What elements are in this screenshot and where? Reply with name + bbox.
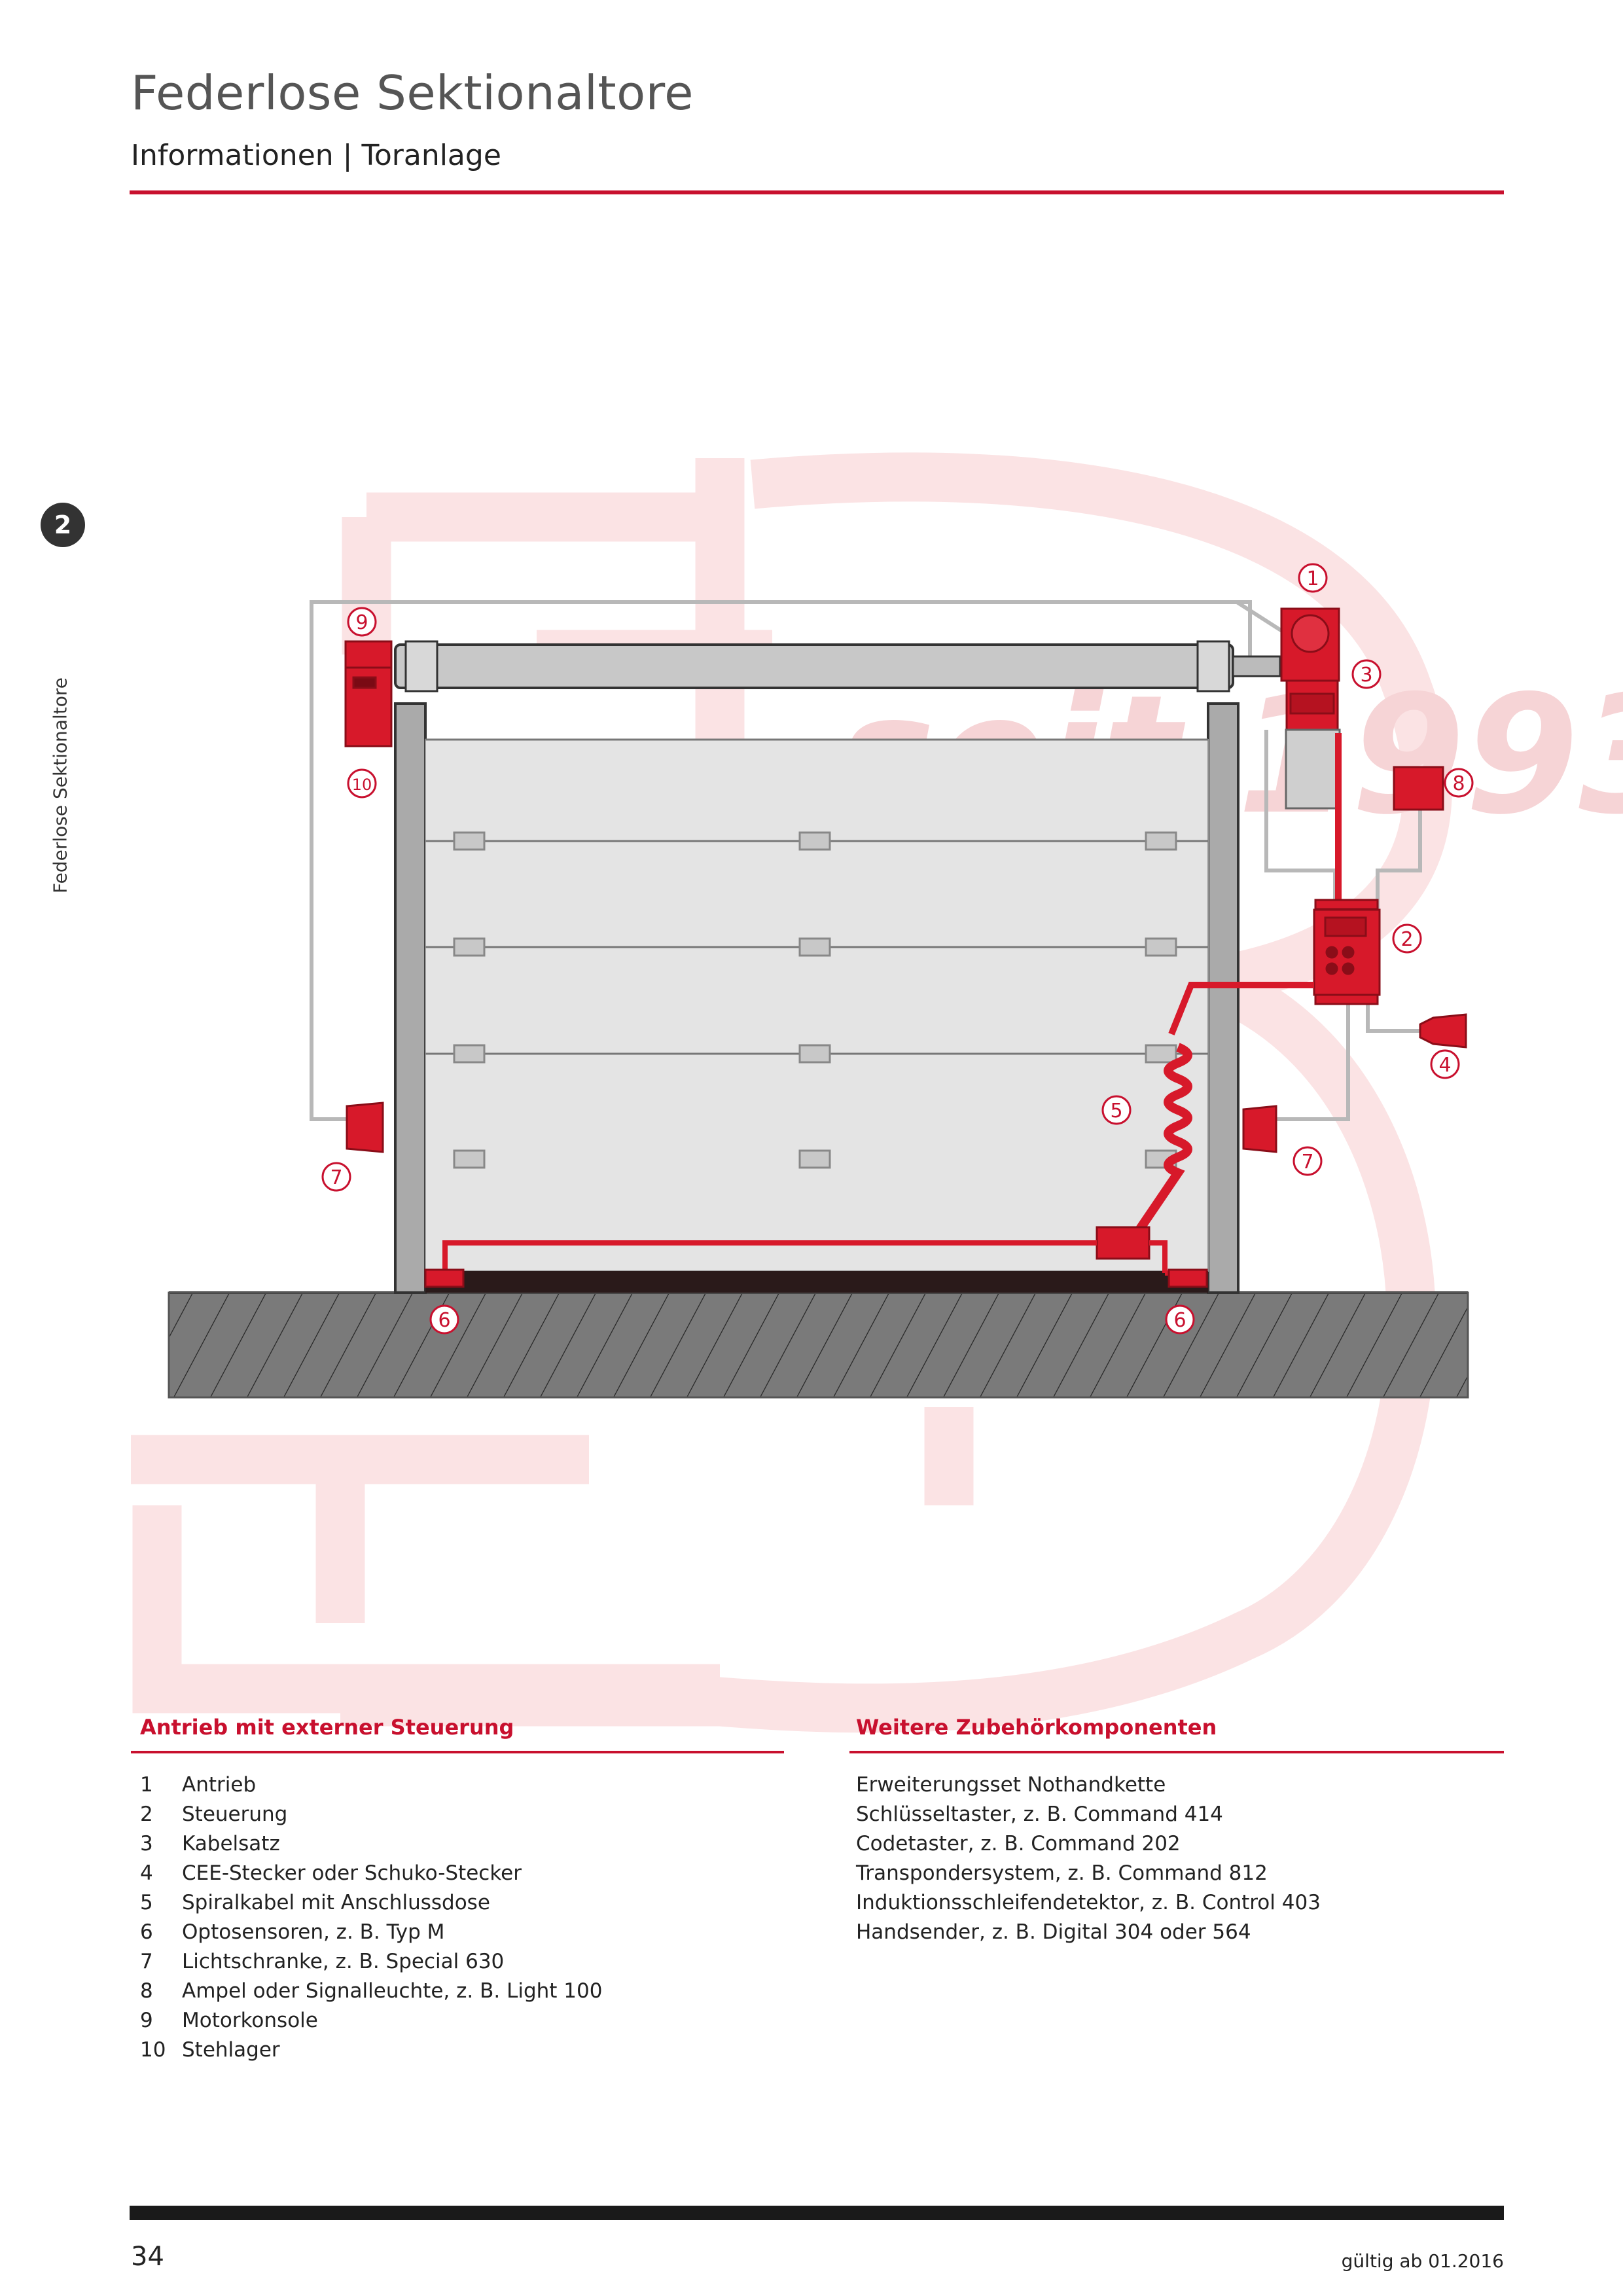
callout-7-left: 7	[321, 1162, 351, 1192]
svg-text:6: 6	[1173, 1309, 1186, 1332]
callout-1: 1	[1298, 563, 1328, 593]
callout-6-left: 6	[429, 1304, 459, 1335]
svg-text:8: 8	[1452, 772, 1465, 795]
door-frame-right	[1207, 702, 1240, 1294]
spiral-cable	[1168, 982, 1314, 1035]
callout-2: 2	[1392, 924, 1422, 954]
list-heading-accessories: Weitere Zubehörkomponenten	[856, 1715, 1217, 1740]
control-unit	[1313, 899, 1381, 1005]
svg-text:10: 10	[352, 776, 372, 794]
junction-box	[1096, 1226, 1150, 1260]
svg-text:7: 7	[330, 1166, 342, 1189]
page-title: Federlose Sektionaltore	[131, 65, 694, 120]
callout-5: 5	[1101, 1095, 1132, 1125]
svg-text:7: 7	[1301, 1151, 1313, 1174]
photo-eye-right	[1242, 1105, 1277, 1153]
page-subtitle: Informationen | Toranlage	[131, 139, 501, 172]
door-leaf	[425, 739, 1209, 1272]
photo-eye-left	[346, 1102, 384, 1153]
floor-hatch	[169, 1293, 1468, 1397]
chapter-badge: 2	[41, 503, 85, 547]
opto-sensor-left	[424, 1268, 465, 1288]
bottom-seal	[425, 1271, 1208, 1293]
list-item: Erweiterungsset Nothandkette	[856, 1773, 1166, 1797]
list-item: Induktionsschleifendetektor, z. B. Contr…	[856, 1891, 1321, 1914]
svg-text:4: 4	[1438, 1054, 1451, 1077]
list-item: Schlüsseltaster, z. B. Command 414	[856, 1803, 1223, 1826]
svg-text:5: 5	[1110, 1100, 1122, 1122]
callout-4: 4	[1430, 1049, 1460, 1079]
callout-3: 3	[1351, 659, 1382, 689]
accessories-list: Erweiterungsset Nothandkette Schlüsselta…	[856, 1770, 1321, 1947]
drive-motor	[1280, 607, 1340, 731]
footer-rule	[130, 2206, 1504, 2220]
door-frame-left	[394, 702, 427, 1294]
callout-10: 10	[347, 768, 377, 798]
drive-shaft	[394, 643, 1234, 689]
svg-text:3: 3	[1360, 664, 1372, 687]
list-item: Transpondersystem, z. B. Command 812	[856, 1861, 1268, 1885]
header-rule	[130, 190, 1504, 194]
control-wiring	[310, 600, 1430, 1121]
callout-8: 8	[1444, 768, 1474, 798]
page-number: 34	[131, 2242, 164, 2272]
callout-7-right: 7	[1293, 1146, 1323, 1176]
svg-text:9: 9	[355, 611, 368, 634]
list-rule-left	[131, 1751, 784, 1753]
signal-light	[1393, 766, 1444, 811]
svg-text:1: 1	[1306, 567, 1319, 590]
list-item: Codetaster, z. B. Command 202	[856, 1832, 1181, 1856]
bearing-bracket	[344, 640, 393, 747]
cee-plug	[1419, 1013, 1467, 1049]
callout-6-right: 6	[1165, 1304, 1195, 1335]
list-rule-right	[849, 1751, 1504, 1753]
motor-console	[1285, 728, 1341, 810]
valid-from: gültig ab 01.2016	[1341, 2250, 1504, 2272]
svg-text:6: 6	[438, 1309, 450, 1332]
callout-9: 9	[347, 607, 377, 637]
list-item: Handsender, z. B. Digital 304 oder 564	[856, 1920, 1251, 1944]
svg-text:2: 2	[1400, 928, 1413, 951]
opto-sensor-right	[1168, 1268, 1208, 1288]
list-heading-drive: Antrieb mit externer Steuerung	[140, 1715, 514, 1740]
